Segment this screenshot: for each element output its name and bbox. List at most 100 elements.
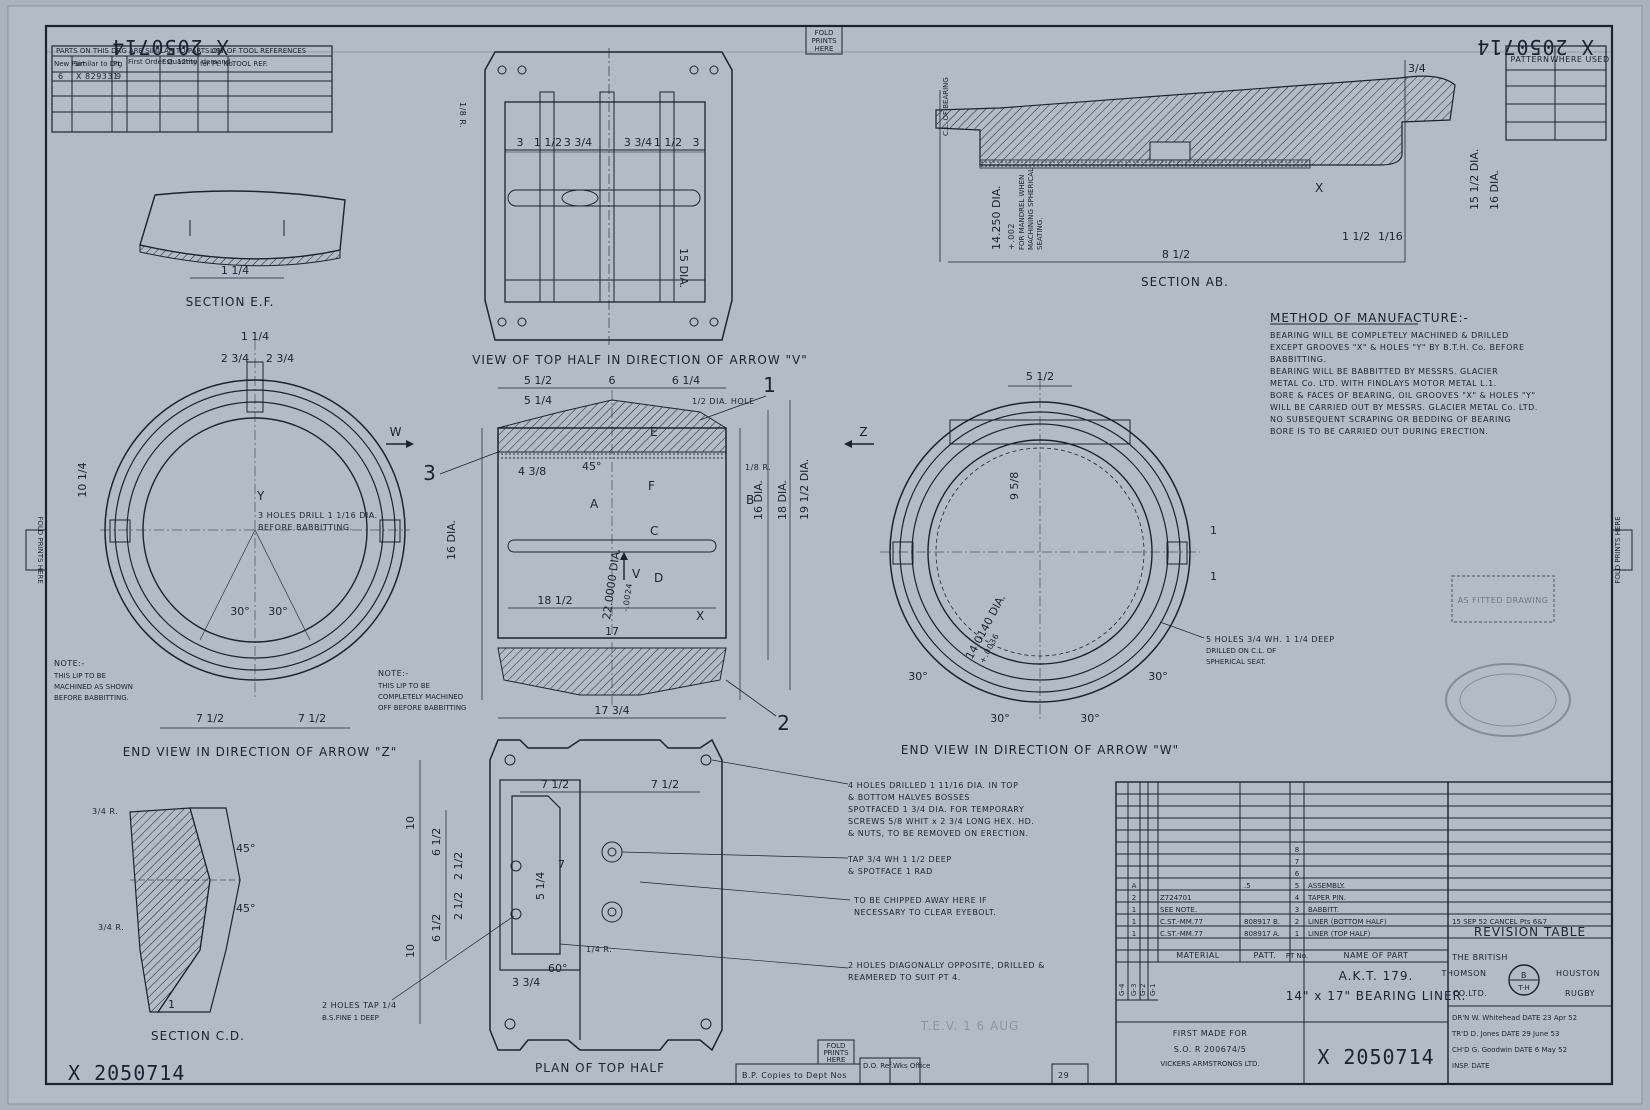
parts-cell-qty: 1: [1132, 906, 1136, 914]
dim-w-30b: 30°: [990, 712, 1010, 725]
marker-y: Y: [256, 489, 265, 503]
parts-cell-mat: C.ST.-MM.77: [1160, 930, 1203, 938]
tool-refs-title: LIST OF TOOL REFERENCES: [210, 47, 307, 55]
dim-z-30b: 30°: [268, 605, 288, 618]
svg-text:T-H: T-H: [1517, 984, 1529, 992]
company-line-1: THE BRITISH: [1451, 953, 1508, 962]
dim-c-6q: 6 1/4: [672, 374, 700, 387]
dim-v-radius: 1/8 R.: [458, 102, 467, 128]
dim-cd-45b: 45°: [236, 902, 256, 915]
traced-by: TR'D D. Jones DATE 29 June 53: [1451, 1030, 1559, 1038]
bth-logo-icon: B T-H: [1508, 964, 1540, 996]
parts-list-row: 6: [1295, 870, 1300, 878]
parts-cell-pt: 5: [1295, 882, 1299, 890]
svg-text:PRINTS: PRINTS: [823, 1049, 849, 1057]
holes-4-note: 4 HOLES DRILLED 1 11/16 DIA. IN TOP & BO…: [711, 759, 1034, 838]
dim-p-7: 7: [558, 858, 565, 871]
col-similar: Similar to Drg: [74, 60, 122, 68]
similar-parts-table: PARTS ON THIS DRG ARE SIMILAR TO PARTS O…: [51, 45, 333, 133]
dim-p-2b: 2 1/2: [452, 892, 465, 920]
marker-c: C: [650, 524, 659, 538]
dim-c-radius: 1/8 R.: [745, 463, 771, 472]
dim-p-10b: 10: [404, 944, 417, 958]
holes-5-note: 5 HOLES 3/4 WH. 1 1/4 DEEP DRILLED ON C.…: [1159, 621, 1334, 666]
dim-c-18dia: 18 DIA.: [776, 480, 789, 520]
parts-cell-pt: 1: [1295, 930, 1299, 938]
dim-c-17: 17: [605, 625, 619, 638]
dim-ef: 1 1/4: [221, 264, 249, 277]
wks-office: Wks Office: [893, 1062, 930, 1070]
marker-f: F: [648, 479, 656, 493]
svg-text:COMPLETELY MACHINED: COMPLETELY MACHINED: [378, 693, 463, 701]
dim-c-45: 45°: [582, 460, 602, 473]
svg-text:FOLD: FOLD: [827, 1042, 846, 1050]
parts-cell-qty: 1: [1132, 918, 1136, 926]
col-est-demand: Est. 12mo. demand: [162, 58, 230, 66]
where-used-header: WHERE USED: [1550, 55, 1609, 64]
dim-v-15dia: 15 DIA.: [677, 248, 690, 288]
svg-text:THIS LIP TO BE: THIS LIP TO BE: [53, 672, 106, 680]
svg-text:TAP 3/4 WH 1 1/2 DEEP: TAP 3/4 WH 1 1/2 DEEP: [847, 855, 952, 864]
revision-table: 15 SEP 52 CANCEL Pts 6&7 REVISION TABLE: [1448, 918, 1612, 939]
svg-text:14.250 DIA.: 14.250 DIA.: [990, 185, 1003, 250]
parts-cell-mat: SEE NOTE.: [1160, 906, 1197, 914]
company-seal-icon: [1445, 663, 1571, 737]
chipped-note: TO BE CHIPPED AWAY HERE IF NECESSARY TO …: [639, 881, 996, 917]
balloon-3: 3: [423, 451, 499, 485]
svg-text:G-2: G-2: [1139, 984, 1147, 996]
dim-w-30d: 30°: [1148, 670, 1168, 683]
svg-text:G-3: G-3: [1130, 984, 1138, 996]
parts-cell-qty: A: [1132, 882, 1137, 890]
dim-c-6: 6: [609, 374, 616, 387]
tap-note: TAP 3/4 WH 1 1/2 DEEP & SPOTFACE 1 RAD: [621, 851, 952, 876]
svg-text:FOLD PRINTS HERE: FOLD PRINTS HERE: [36, 516, 44, 583]
dim-w-9: 9 5/8: [1008, 472, 1021, 500]
svg-text:PRINTS: PRINTS: [811, 37, 837, 45]
svg-text:3: 3: [423, 461, 437, 485]
marker-b: B: [746, 493, 755, 507]
parts-cell-pt: 4: [1295, 894, 1300, 902]
method-line-5: METAL Co. LTD. WITH FINDLAYS MOTOR METAL…: [1270, 379, 1497, 388]
parts-cell-patt: .5: [1244, 882, 1251, 890]
dim-v-3d: 3: [693, 136, 700, 149]
cell-new-part: 6: [58, 72, 64, 81]
dim-z-7a: 7 1/2: [196, 712, 224, 725]
mandrel-note: 14.250 DIA. +.002 FOR MANDREL WHEN MACHI…: [990, 168, 1044, 250]
method-line-9: BORE IS TO BE CARRIED OUT DURING ERECTIO…: [1270, 427, 1488, 436]
marker-x: X: [696, 609, 705, 623]
title-line-2: 14" x 17" BEARING LINER.: [1286, 989, 1467, 1003]
dim-v-1b: 1 1/2: [654, 136, 682, 149]
end-view-w-label: END VIEW IN DIRECTION OF ARROW "W": [901, 743, 1179, 757]
parts-cell-pt: 6: [1295, 870, 1300, 878]
section-cd-label: SECTION C.D.: [151, 1029, 245, 1043]
method-title: METHOD OF MANUFACTURE:-: [1270, 311, 1469, 325]
svg-text:2 HOLES DIAGONALLY OPPOSITE, D: 2 HOLES DIAGONALLY OPPOSITE, DRILLED &: [848, 961, 1045, 970]
do-ref: D.O. Ref.: [863, 1062, 893, 1070]
dim-ab-3q: 3/4: [1408, 62, 1426, 75]
dim-w-30a: 30°: [908, 670, 928, 683]
section-ab-view: 8 1/2 15 1/2 DIA. 16 DIA. 3/4 1 1/2 1/16…: [935, 60, 1501, 289]
centre-section-view: 5 1/2 6 6 1/4 5 1/4 1/2 DIA. HOLE 4 3/8 …: [377, 373, 811, 735]
svg-text:NECESSARY TO CLEAR EYEBOLT.: NECESSARY TO CLEAR EYEBOLT.: [854, 908, 996, 917]
dim-w-30c: 30°: [1080, 712, 1100, 725]
parts-cell-name: LINER (BOTTOM HALF): [1308, 918, 1387, 926]
svg-text:MACHINING SPHERICAL: MACHINING SPHERICAL: [1027, 168, 1035, 250]
drawing-number-bottom: X 2050714: [68, 1061, 185, 1085]
svg-text:NOTE:-: NOTE:-: [378, 669, 409, 678]
fold-mark-left: FOLD PRINTS HERE: [25, 516, 47, 584]
dim-w-5: 5 1/2: [1026, 370, 1054, 383]
col-pt: Pt: [113, 60, 120, 68]
method-line-2: EXCEPT GROOVES "X" & HOLES "Y" BY B.T.H.…: [1270, 343, 1525, 352]
cell-similar: X 829331: [76, 72, 119, 81]
col-patt: PATT.: [1254, 951, 1277, 960]
svg-text:FOLD PRINTS HERE: FOLD PRINTS HERE: [1614, 516, 1622, 583]
faint-stamp: T.E.V. 1 6 AUG: [920, 1019, 1020, 1033]
dim-cd-45a: 45°: [236, 842, 256, 855]
svg-text:1: 1: [763, 373, 777, 397]
parts-cell-name: LINER (TOP HALF): [1308, 930, 1371, 938]
